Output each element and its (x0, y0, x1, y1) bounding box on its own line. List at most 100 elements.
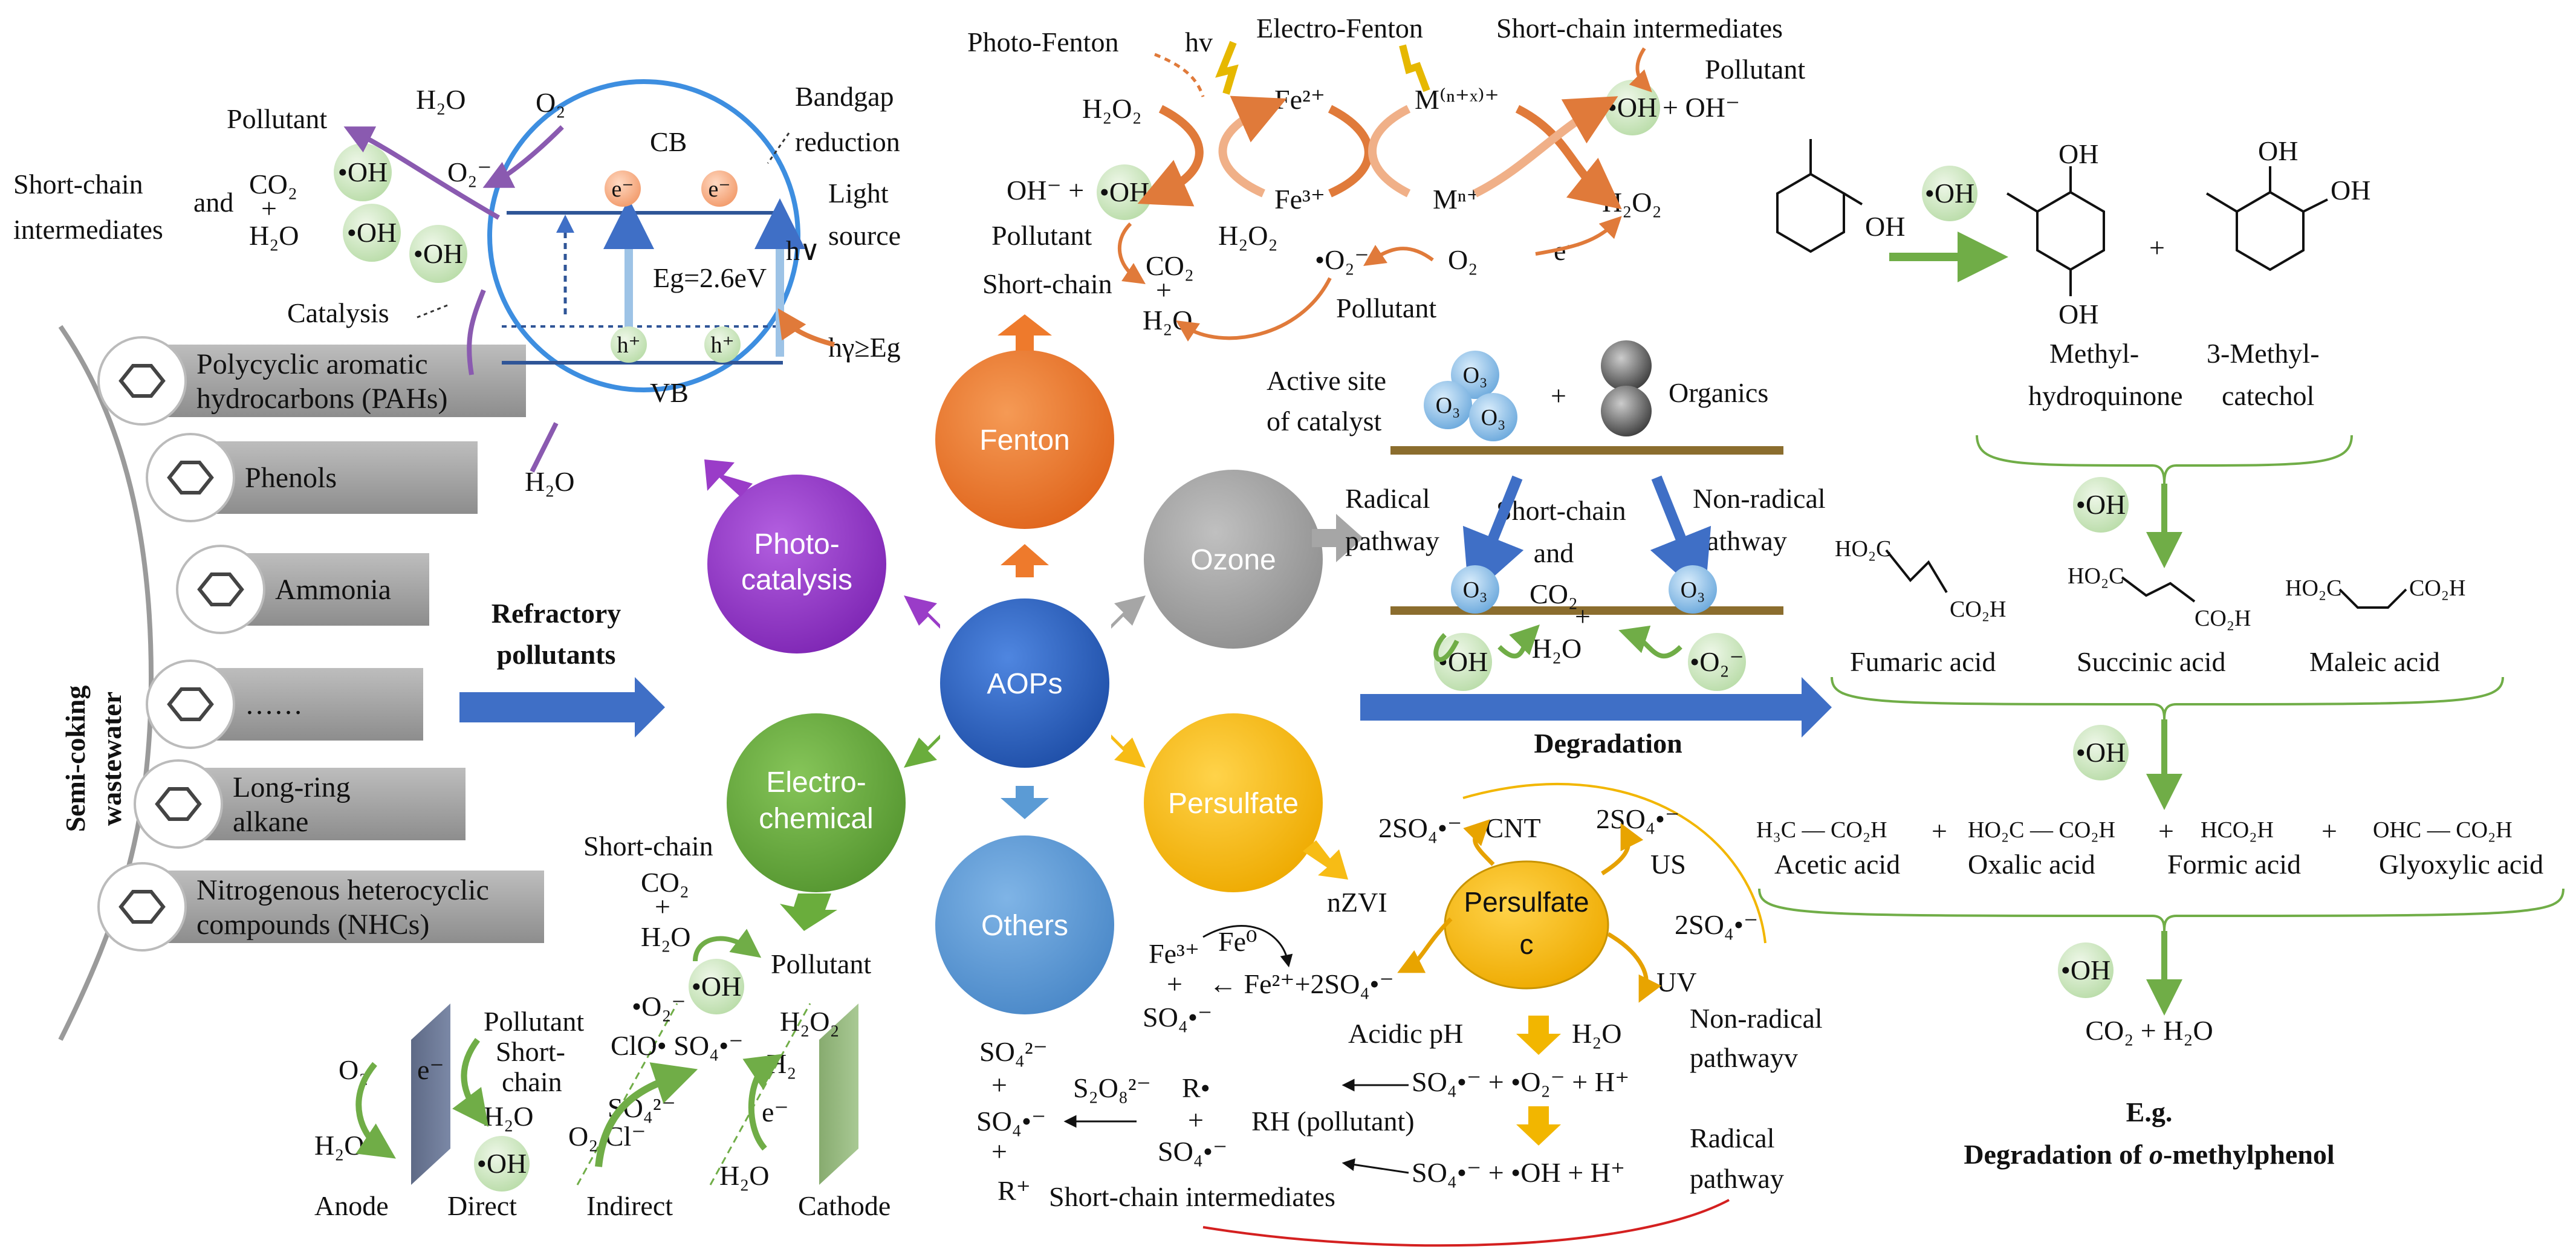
fenton-h2o: H₂O (1143, 305, 1192, 336)
electro-label-1: Electro- (766, 767, 866, 799)
persulfate-fe0: Fe⁰ (1218, 926, 1257, 957)
electro-h2o-top: H₂O (641, 921, 690, 952)
eg-label: Eg=2.6eV (653, 262, 767, 293)
hv-eg-label: hγ≥Eg (828, 332, 901, 363)
example-oh-4: •OH (2061, 955, 2111, 985)
persulfate-r-arrow (1342, 1158, 1409, 1174)
persulfate-out-arrow (1303, 840, 1348, 880)
o-methylphenol-structure (1776, 139, 1863, 253)
electro-co2: CO₂ (641, 867, 689, 898)
ozone-and: and (1534, 537, 1574, 568)
persulfate-center-ellipse[interactable] (1444, 860, 1609, 990)
maleic-co2h: CO₂H (2409, 576, 2465, 601)
fenton-h2o2-a: H₂O₂ (1082, 93, 1142, 124)
ozone-to-products-left (1497, 624, 1540, 659)
hv-label: h∨ (786, 235, 820, 266)
acetic-label: Acetic acid (1774, 849, 1900, 880)
bandgap-2: reduction (795, 126, 900, 157)
ozone-oh: •OH (1438, 646, 1488, 677)
photo-curve-2 (482, 125, 564, 188)
persulfate-r-rad: R• (1182, 1072, 1210, 1103)
pah-molecule-icon-glyph (118, 364, 166, 398)
example-oh-3: •OH (2076, 737, 2126, 768)
oh-circle-photo-3 (409, 225, 467, 283)
persulfate-circle[interactable] (1144, 713, 1323, 892)
pollutant-box (193, 441, 478, 514)
o3-label-3: O₃ (1481, 405, 1506, 430)
lightning-icon-1 (1215, 41, 1239, 95)
aops-hub: AOPs Fenton Photo- catalysis Ozone Elect… (704, 314, 1832, 1014)
side-label-1: Semi-coking (60, 686, 91, 832)
example-title-prefix: Degradation of (1964, 1139, 2149, 1170)
example-panel: OH •OH OH OH Methyl- hydroquinone + OH O… (1756, 135, 2565, 1170)
methyl-hydroquinone-1: Methyl- (2049, 338, 2139, 369)
example-plus-2: + (1932, 816, 1947, 846)
persulfate-rh: RH (pollutant) (1251, 1106, 1415, 1137)
oh-photo-1: •OH (338, 157, 388, 187)
formic-formula: HCO₂H (2201, 817, 2274, 843)
ozone-out-arrow (1312, 514, 1363, 562)
fenton-o2-rad: •O₂⁻ (1315, 244, 1369, 275)
persulfate-uv-arrow (1607, 932, 1662, 1003)
fumaric-skeleton (1885, 549, 1948, 594)
o3-radical-site (1451, 565, 1499, 614)
fenton-oh-arrow (1118, 222, 1146, 284)
aops-circle[interactable] (940, 598, 1109, 768)
glyoxylic-formula: OHC — CO₂H (2373, 817, 2513, 843)
photo-label-2: catalysis (741, 564, 852, 596)
succinic-skeleton (2121, 576, 2196, 603)
electro-oh-1: •OH (692, 971, 742, 1002)
fenton-cycle-2b (1368, 105, 1411, 198)
o3-cluster: O₃ O₃ O₃ (1424, 351, 1517, 441)
persulfate-plus-2: + (991, 1136, 1007, 1167)
fumaric-co2h: CO₂H (1950, 597, 2006, 622)
omp-oh: OH (1865, 211, 1905, 242)
aops-label: AOPs (987, 668, 1062, 700)
organic-ball-2 (1601, 386, 1652, 436)
electro-label-2: chemical (759, 803, 873, 835)
methyl-hydroquinone-structure (2006, 166, 2105, 296)
oh-circle-example-4 (2058, 942, 2114, 998)
refractory-label-1: Refractory (492, 598, 621, 629)
persulfate-h2o: H₂O (1572, 1018, 1621, 1049)
electro-indirect-arrow (595, 1062, 698, 1167)
catalysis-pointer (417, 304, 448, 319)
persulfate-so4-rad: SO₄•⁻ (1143, 1002, 1212, 1033)
ozone-active-site-1: Active site (1267, 365, 1386, 396)
photocatalysis-circle[interactable] (707, 475, 886, 653)
fenton-oh-plus-ohm: + OH⁻ (1663, 92, 1740, 123)
electron-2 (701, 170, 738, 207)
fenton-circle[interactable] (935, 350, 1114, 529)
brace-1 (1976, 435, 2353, 484)
example-title-suffix: -methylphenol (2163, 1139, 2335, 1170)
succinic-ho2c: HO₂C (2068, 563, 2124, 589)
photo-curve-4 (530, 422, 559, 473)
fenton-degrade-arrow (1176, 277, 1332, 342)
anode-cycle-arrow (355, 1062, 396, 1159)
ozone-circle[interactable] (1144, 470, 1323, 649)
mc-oh-top: OH (2258, 135, 2298, 166)
hub-arrow-upright (1111, 595, 1146, 629)
fenton-pollutant-bottom: Pollutant (1336, 293, 1436, 323)
fenton-cycle-3b (1473, 96, 1618, 198)
refractory-arrow (459, 677, 665, 738)
hole-2-label: h⁺ (710, 332, 734, 358)
pollutant-label-2: alkane (233, 806, 308, 838)
electrochemical-circle[interactable] (727, 713, 906, 892)
oh-circle-example-2 (2073, 477, 2129, 533)
oh-photo-2: •OH (347, 217, 397, 248)
fenton-h2o2-b: H₂O₂ (1218, 220, 1278, 251)
pah-molecule-icon (97, 336, 187, 426)
hub-arrow-downleft (904, 735, 940, 768)
photocatalysis-panel: CB VB Eg=2.6eV e⁻ e⁻ h⁺ h⁺ Pollutant H₂O… (13, 79, 901, 497)
fenton-short-chain-top: Short-chain intermediates (1496, 13, 1783, 44)
fenton-panel: Photo-Fenton hv Electro-Fenton Short-cha… (967, 13, 1805, 342)
photo-fenton-label: Photo-Fenton (967, 27, 1118, 57)
mhq-oh-bottom: OH (2059, 299, 2098, 329)
fenton-e-arrow (1535, 216, 1622, 256)
pollutant-box (145, 871, 544, 943)
others-circle[interactable] (935, 835, 1114, 1014)
electro-h2o-a: H₂O (484, 1101, 533, 1132)
photo-short-chain-1: Short-chain (13, 169, 143, 199)
organic-ball-1 (1601, 340, 1652, 391)
